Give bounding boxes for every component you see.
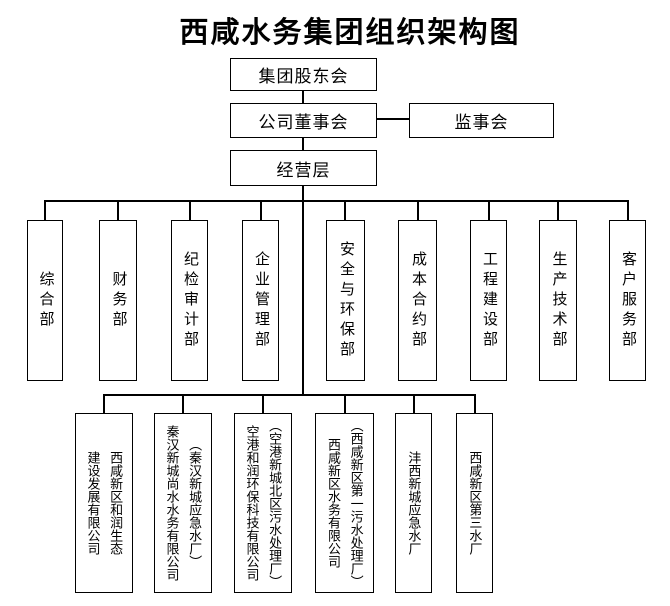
box-label: 工程建设部 (481, 250, 497, 351)
box-dept-engineering: 工程建设部 (470, 220, 507, 381)
connector-department-bus (44, 200, 628, 202)
box-sub-herun-ecology: 建设发展有限公司 西咸新区和润生态 (75, 413, 133, 593)
box-dept-discipline-audit: 纪检审计部 (171, 220, 208, 381)
box-label: 监事会 (454, 113, 509, 132)
connector-stub (182, 394, 184, 413)
connector-stub (488, 200, 490, 220)
box-dept-enterprise-mgmt: 企业管理部 (242, 220, 279, 381)
box-sub-third-water-plant: 西咸新区第三水厂 (456, 413, 493, 593)
connector-subsidiary-bus (103, 394, 475, 396)
connector-board-management (302, 138, 304, 150)
box-dept-production-tech: 生产技术部 (539, 220, 577, 381)
box-label-column: （西咸新区第一污水处理厂） (348, 418, 364, 588)
box-label-column: 西咸新区第三水厂 (467, 451, 483, 555)
box-label: 集团股东会 (258, 67, 349, 86)
box-company-board: 公司董事会 (230, 103, 377, 138)
box-label: 公司董事会 (258, 113, 349, 132)
connector-stub (189, 200, 191, 220)
connector-board-supervisory (377, 118, 409, 120)
chart-title: 西咸水务集团组织架构图 (179, 17, 521, 49)
box-dept-finance: 财务部 (99, 220, 137, 381)
box-sub-fengxi-emergency-plant: 沣西新城应急水厂 (395, 413, 432, 593)
box-sub-xixian-water: 西咸新区水务有限公司 （西咸新区第一污水处理厂） (315, 413, 374, 593)
box-label-column: 秦汉新城尚水水务有限公司 (164, 425, 180, 581)
box-label: 纪检审计部 (182, 250, 198, 351)
box-label-column: 西咸新区水务有限公司 (326, 438, 341, 568)
box-label-column: 空港和润环保科技有限公司 (244, 425, 260, 581)
connector-stub (413, 394, 415, 413)
connector-stub (344, 200, 346, 220)
connector-stub (260, 200, 262, 220)
connector-shareholders-board (302, 91, 304, 103)
connector-stub (557, 200, 559, 220)
connector-stub (262, 394, 264, 413)
box-label-column: （秦汉新城应急水厂） (187, 438, 203, 568)
box-label: 企业管理部 (253, 250, 269, 351)
connector-stub (103, 394, 105, 413)
box-label: 经营层 (276, 160, 331, 180)
box-group-shareholders: 集团股东会 (230, 58, 377, 91)
connector-stub (44, 200, 46, 220)
connector-stub (344, 394, 346, 413)
connector-management-trunk (302, 186, 304, 395)
box-sub-qinhan-shangshui: 秦汉新城尚水水务有限公司 （秦汉新城应急水厂） (154, 413, 212, 593)
connector-stub (474, 394, 476, 413)
box-dept-safety-environment: 安全与环保部 (326, 220, 365, 381)
box-label: 客户服务部 (620, 250, 636, 351)
box-dept-general: 综合部 (27, 220, 63, 381)
box-label-column: 西咸新区和润生态 (108, 451, 124, 555)
box-label: 成本合约部 (410, 250, 426, 351)
box-label: 财务部 (110, 270, 127, 331)
box-label: 生产技术部 (550, 250, 567, 351)
box-supervisory-board: 监事会 (409, 103, 554, 138)
connector-stub (417, 200, 419, 220)
box-sub-konggang-herun: 空港和润环保科技有限公司 （空港新城北区污水处理厂） (234, 413, 292, 593)
box-label: 综合部 (37, 270, 54, 331)
box-management-layer: 经营层 (230, 150, 377, 186)
box-dept-cost-contract: 成本合约部 (398, 220, 437, 381)
connector-stub (117, 200, 119, 220)
box-label-column: （空港新城北区污水处理厂） (267, 418, 283, 588)
box-label-column: 建设发展有限公司 (85, 451, 101, 555)
box-label: 安全与环保部 (338, 240, 354, 361)
connector-stub (627, 200, 629, 220)
box-dept-customer-service: 客户服务部 (609, 220, 646, 381)
box-label-column: 沣西新城应急水厂 (406, 451, 422, 555)
